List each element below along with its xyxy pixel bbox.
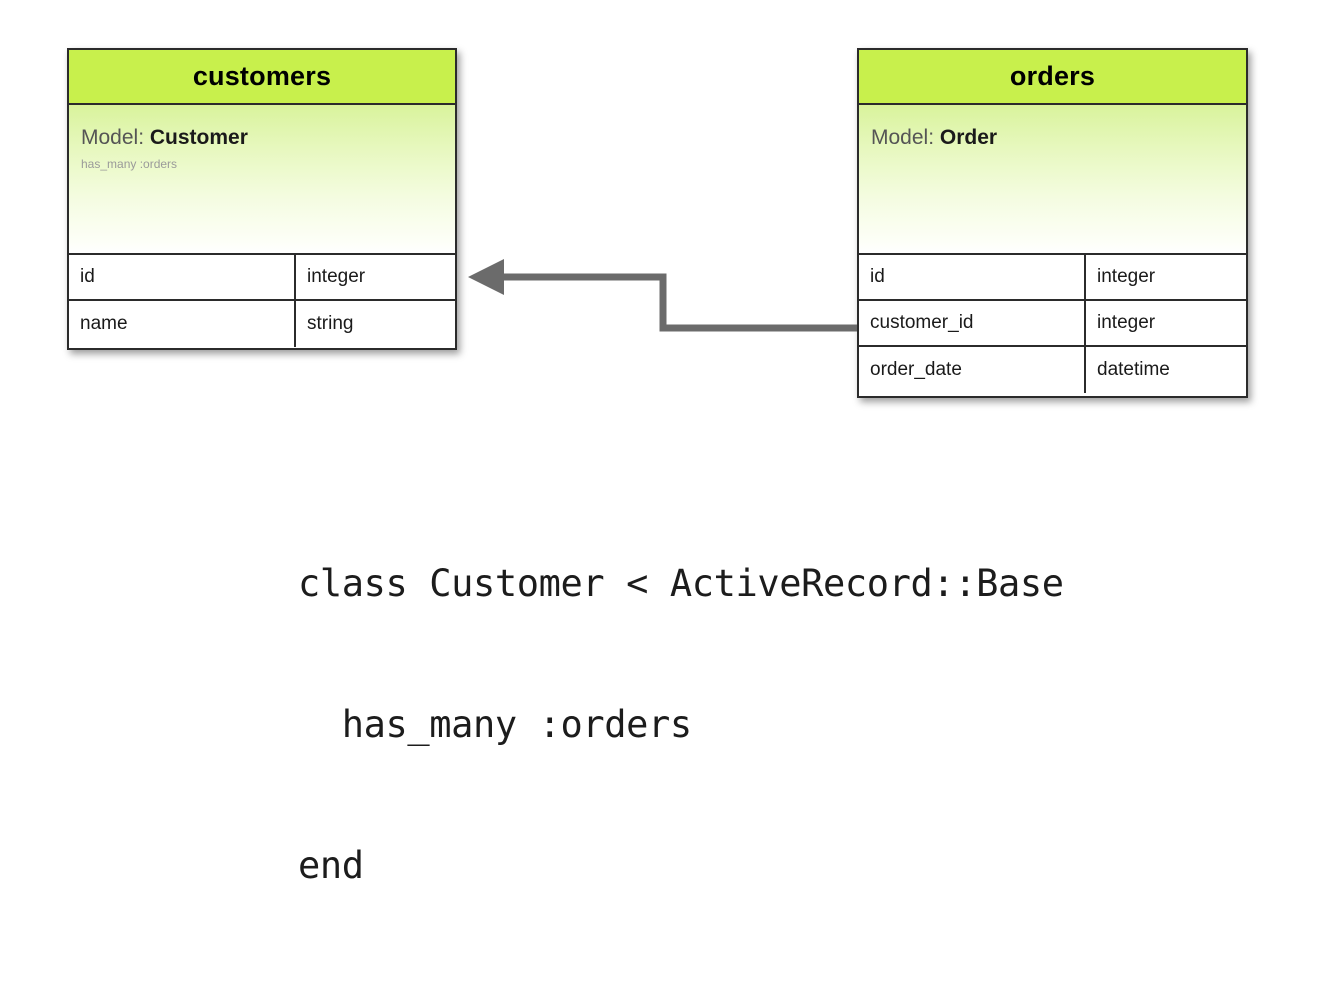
entity-header-customers: customers (69, 50, 455, 105)
code-line: has_many :orders (298, 703, 692, 746)
arrowhead-icon (468, 259, 504, 295)
model-label-orders: Model: (871, 126, 935, 149)
entity-title-customers: customers (192, 61, 332, 91)
connector-line (497, 273, 857, 332)
model-name-orders: Order (939, 126, 998, 149)
entity-box-orders[interactable]: orders Model: Order id integer customer_… (857, 48, 1248, 398)
entity-body-orders: Model: Order (859, 105, 1246, 255)
table-row[interactable]: id integer (859, 255, 1246, 301)
field-list-orders: id integer customer_id integer order_dat… (859, 255, 1246, 393)
field-name: id (69, 255, 296, 299)
field-list-customers: id integer name string (69, 255, 455, 347)
model-label-customers: Model: (81, 126, 145, 149)
field-type: integer (1097, 312, 1156, 333)
table-row[interactable]: name string (69, 301, 455, 347)
field-name: customer_id (859, 301, 1086, 345)
field-type: integer (1097, 266, 1156, 287)
entity-model-line-orders: Model: Order (871, 126, 1234, 149)
entity-title-orders: orders (1009, 61, 1096, 91)
table-row[interactable]: order_date datetime (859, 347, 1246, 393)
table-row[interactable]: customer_id integer (859, 301, 1246, 347)
entity-body-customers: Model: Customer has_many :orders (69, 105, 455, 255)
diagram-canvas: customers Model: Customer has_many :orde… (67, 48, 1248, 887)
entity-association-customers: has_many :orders (81, 157, 178, 172)
field-name: order_date (859, 347, 1086, 393)
entity-box-customers[interactable]: customers Model: Customer has_many :orde… (67, 48, 457, 350)
code-line: class Customer < ActiveRecord::Base (298, 562, 1064, 605)
field-type: integer (307, 266, 366, 287)
code-line: end (298, 844, 364, 887)
field-name: name (69, 301, 296, 347)
model-name-customers: Customer (149, 126, 248, 149)
field-type: datetime (1097, 359, 1170, 380)
entity-model-line-customers: Model: Customer (81, 126, 443, 149)
table-row[interactable]: id integer (69, 255, 455, 301)
field-name: id (859, 255, 1086, 299)
entity-header-orders: orders (859, 50, 1246, 105)
field-type: string (307, 313, 354, 334)
code-snippet: class Customer < ActiveRecord::Base has_… (298, 466, 1064, 983)
